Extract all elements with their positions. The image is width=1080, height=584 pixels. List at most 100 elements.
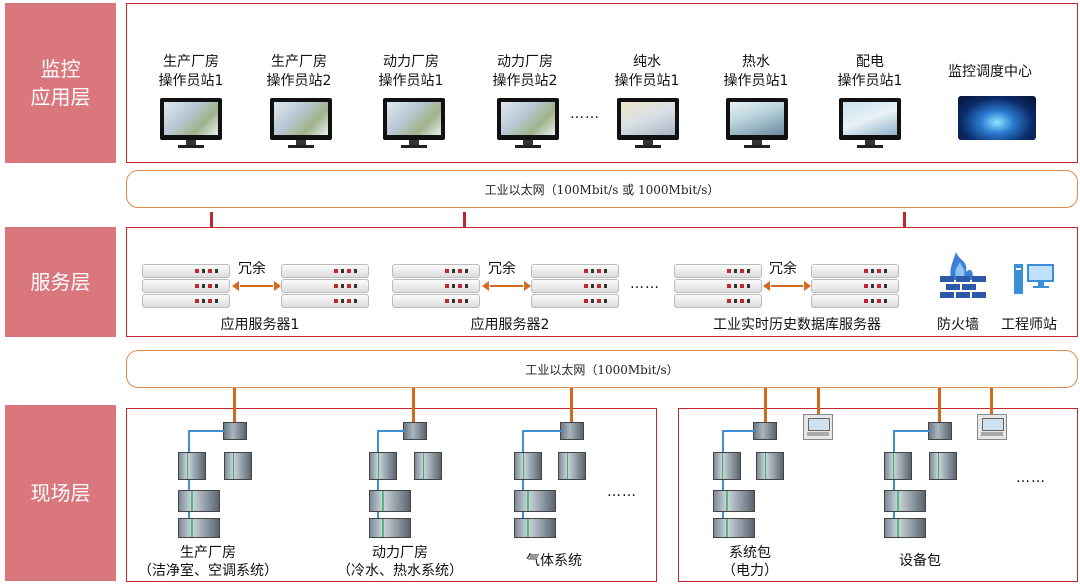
- layer-label-monitor: 监控 应用层: [5, 3, 116, 163]
- layer-label-monitor-line2: 应用层: [30, 85, 91, 109]
- workstation-6-line1: 热水: [742, 54, 770, 70]
- bus-connector: [210, 212, 213, 227]
- server-icon: [531, 279, 619, 293]
- server-group-label-1: 应用服务器1: [220, 317, 300, 333]
- workstation-2-line2: 操作员站2: [266, 73, 332, 89]
- plc-icon: [178, 518, 220, 538]
- workstation-3-line2: 操作员站1: [378, 73, 444, 89]
- plc-icon: [414, 452, 442, 480]
- workstation-7-line1: 配电: [856, 54, 884, 70]
- network-link: [893, 430, 930, 532]
- plc-icon: [369, 452, 397, 480]
- server-icon: [531, 264, 619, 278]
- server-icon: [281, 279, 369, 293]
- server-icon: [142, 279, 230, 293]
- layer-label-field: 现场层: [5, 405, 116, 581]
- engineer-station-label: 工程师站: [1001, 317, 1057, 333]
- server-icon: [674, 279, 762, 293]
- network-link: [377, 430, 405, 532]
- switch-icon: [753, 422, 777, 440]
- workstation-2-line1: 生产厂房: [271, 54, 327, 70]
- server-icon: [142, 294, 230, 308]
- workstation-6-line2: 操作员站1: [723, 73, 789, 89]
- plc-icon: [514, 490, 556, 512]
- firewall-icon: [940, 252, 986, 298]
- plc-icon: [884, 490, 926, 512]
- bus-connector: [570, 388, 573, 422]
- bus-connector: [903, 212, 906, 227]
- field-system-3-line1: 气体系统: [526, 553, 582, 569]
- workstation-label-6: 热水 操作员站1: [706, 53, 806, 91]
- workstation-label-4: 动力厂房 操作员站2: [475, 53, 575, 91]
- control-center-image: [958, 96, 1036, 140]
- layer-label-monitor-line1: 监控: [40, 57, 81, 81]
- server-icon: [674, 264, 762, 278]
- server-ellipsis: ……: [630, 276, 660, 292]
- server-icon: [811, 294, 899, 308]
- network-link: [722, 430, 755, 532]
- bus-connector: [938, 388, 941, 422]
- control-center-label: 监控调度中心: [948, 64, 1032, 80]
- workstation-label-1: 生产厂房 操作员站1: [141, 53, 241, 91]
- plc-icon: [713, 490, 755, 512]
- bus-connector: [990, 388, 993, 414]
- field-system-4-line2: （电力）: [722, 563, 778, 579]
- plc-icon: [713, 452, 741, 480]
- field-ellipsis-right: ……: [1016, 470, 1046, 486]
- redundancy-arrow: [232, 281, 281, 291]
- plc-icon: [178, 452, 206, 480]
- field-ellipsis-left: ……: [607, 484, 637, 500]
- redundancy-label: 冗余: [769, 261, 797, 277]
- plc-icon: [884, 518, 926, 538]
- server-group-label-2: 应用服务器2: [470, 317, 550, 333]
- workstation-7-line2: 操作员站1: [837, 73, 903, 89]
- field-system-label-3: 气体系统: [504, 552, 604, 570]
- workstation-label-3: 动力厂房 操作员站1: [361, 53, 461, 91]
- switch-icon: [223, 422, 247, 440]
- redundancy-arrow: [482, 281, 531, 291]
- server-icon: [811, 264, 899, 278]
- workstation-3-line1: 动力厂房: [383, 54, 439, 70]
- field-system-1-line1: 生产厂房: [180, 545, 236, 561]
- bus-connector: [233, 388, 236, 422]
- bus-connector: [412, 388, 415, 422]
- field-system-4-line1: 系统包: [729, 545, 771, 561]
- bus-connector: [817, 388, 820, 414]
- redundancy-label: 冗余: [238, 261, 266, 277]
- plc-icon: [884, 452, 912, 480]
- workstation-label-5: 纯水 操作员站1: [597, 53, 697, 91]
- server-group-label-3: 工业实时历史数据库服务器: [713, 317, 881, 333]
- field-system-label-4: 系统包 （电力）: [700, 544, 800, 580]
- firewall-label: 防火墙: [937, 317, 979, 333]
- workstation-1-line1: 生产厂房: [163, 54, 219, 70]
- network-link: [188, 430, 225, 532]
- field-system-label-2: 动力厂房 （冷水、热水系统）: [320, 544, 480, 580]
- field-system-2-line2: （冷水、热水系统）: [337, 563, 463, 579]
- engineer-station-icon: [1014, 264, 1054, 294]
- terminal-icon: [803, 414, 833, 440]
- field-system-1-line2: （洁净室、空调系统）: [138, 563, 278, 579]
- workstation-label-2: 生产厂房 操作员站2: [249, 53, 349, 91]
- field-system-label-5: 设备包: [870, 552, 970, 570]
- bus-connector: [764, 388, 767, 422]
- workstation-4-line2: 操作员站2: [492, 73, 558, 89]
- plc-icon: [514, 452, 542, 480]
- plc-icon: [369, 490, 411, 512]
- server-icon: [281, 264, 369, 278]
- redundancy-label: 冗余: [488, 261, 516, 277]
- switch-icon: [928, 422, 952, 440]
- field-system-2-line1: 动力厂房: [372, 545, 428, 561]
- workstation-5-line2: 操作员站1: [614, 73, 680, 89]
- switch-icon: [403, 422, 427, 440]
- network-link: [522, 430, 562, 532]
- layer-label-field-text: 现场层: [30, 481, 91, 505]
- switch-icon: [560, 422, 584, 440]
- redundancy-arrow: [763, 281, 811, 291]
- server-icon: [392, 264, 480, 278]
- server-icon: [531, 294, 619, 308]
- server-icon: [674, 294, 762, 308]
- workstation-4-line1: 动力厂房: [497, 54, 553, 70]
- server-icon: [392, 279, 480, 293]
- workstation-ellipsis: ……: [570, 106, 600, 122]
- plc-icon: [713, 518, 755, 538]
